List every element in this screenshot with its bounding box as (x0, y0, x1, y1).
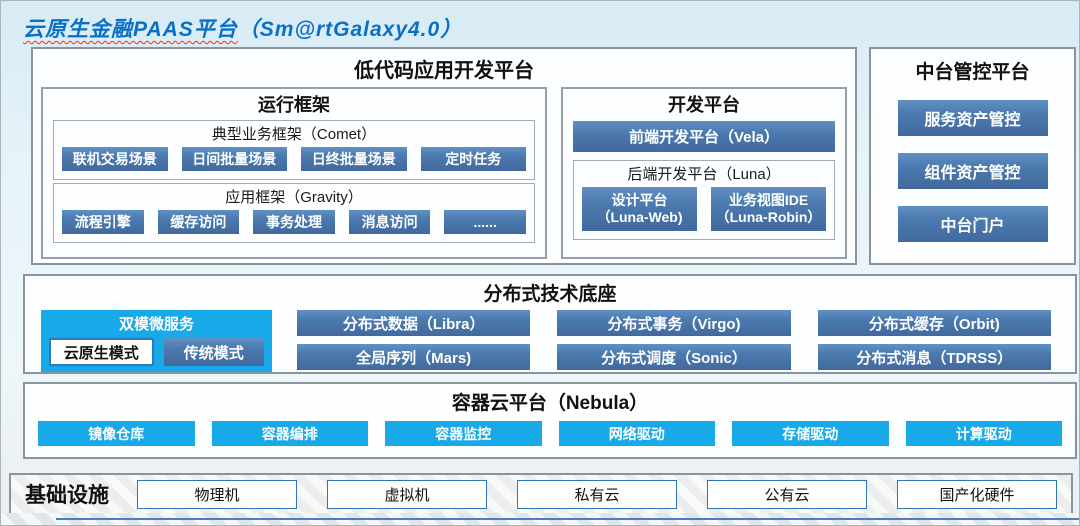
middle-node: 组件资产管控 (897, 153, 1048, 189)
comet-framework-box: 典型业务框架（Comet） 联机交易场景 日间批量场景 日终批量场景 定时任务 (53, 120, 535, 180)
lowcode-platform-body: 运行框架 典型业务框架（Comet） 联机交易场景 日间批量场景 日终批量场景 … (33, 83, 855, 259)
gravity-node-row: 流程引擎 缓存访问 事务处理 消息访问 ...... (62, 210, 526, 234)
bottom-decor-line (56, 518, 1079, 520)
luna-node-line2: （Luna-Web) (596, 209, 683, 225)
dist-node: 分布式数据（Libra） (297, 310, 531, 336)
infra-node: 国产化硬件 (897, 479, 1057, 509)
luna-node-line2: （Luna-Robin） (715, 209, 822, 225)
comet-node: 联机交易场景 (62, 147, 168, 171)
infra-node: 公有云 (707, 479, 867, 509)
diagram-title-chinese: 云原生金融PAAS平台 (23, 18, 238, 41)
nebula-node: 镜像仓库 (38, 421, 195, 446)
gravity-node: ...... (444, 210, 526, 234)
middle-mgmt-body: 服务资产管控 组件资产管控 中台门户 (871, 100, 1074, 242)
nebula-node: 计算驱动 (905, 421, 1062, 446)
gravity-framework-title: 应用框架（Gravity） (225, 189, 363, 206)
cloud-native-mode-node: 云原生模式 (49, 338, 154, 366)
middle-mgmt-box: 中台管控平台 服务资产管控 组件资产管控 中台门户 (869, 47, 1076, 265)
dual-mode-microservice-box: 双模微服务 云原生模式 传统模式 (41, 310, 272, 372)
luna-node-line1: 设计平台 (611, 191, 668, 208)
luna-platform-box: 后端开发平台（Luna） 设计平台 （Luna-Web) 业务视图IDE （Lu… (573, 160, 835, 240)
nebula-node: 网络驱动 (558, 421, 715, 446)
infra-node: 虚拟机 (327, 479, 487, 509)
comet-node: 日终批量场景 (301, 147, 407, 171)
classic-mode-node: 传统模式 (163, 338, 264, 366)
dual-mode-row: 云原生模式 传统模式 (41, 334, 272, 366)
luna-node-line1: 业务视图IDE (728, 191, 809, 208)
container-node-row: 镜像仓库 容器编排 容器监控 网络驱动 存储驱动 计算驱动 (38, 421, 1062, 446)
dist-node: 分布式缓存（Orbit) (817, 310, 1051, 336)
gravity-framework-box: 应用框架（Gravity） 流程引擎 缓存访问 事务处理 消息访问 ...... (53, 183, 535, 243)
luna-node: 设计平台 （Luna-Web) (582, 187, 697, 231)
nebula-node: 存储驱动 (732, 421, 889, 446)
gravity-node: 缓存访问 (157, 210, 240, 234)
vela-node: 前端开发平台（Vela） (573, 121, 835, 152)
dist-node: 分布式事务（Virgo) (557, 310, 791, 336)
gravity-node: 消息访问 (348, 210, 431, 234)
diagram-title: 云原生金融PAAS平台（Sm@rtGalaxy4.0） (23, 13, 462, 43)
container-cloud-title: 容器云平台（Nebula） (451, 393, 649, 414)
dev-platform-box: 开发平台 前端开发平台（Vela） 后端开发平台（Luna） 设计平台 （Lun… (561, 87, 847, 259)
dual-mode-title: 双模微服务 (118, 316, 194, 333)
infrastructure-title: 基础设施 (25, 484, 109, 507)
middle-node: 中台门户 (897, 206, 1048, 242)
container-cloud-box: 容器云平台（Nebula） 镜像仓库 容器编排 容器监控 网络驱动 存储驱动 计… (23, 382, 1077, 459)
runtime-framework-box: 运行框架 典型业务框架（Comet） 联机交易场景 日间批量场景 日终批量场景 … (41, 87, 547, 259)
dist-node: 全局序列（Mars) (297, 344, 531, 370)
distributed-node-grid: 分布式数据（Libra） 分布式事务（Virgo) 分布式缓存（Orbit) 全… (297, 310, 1051, 372)
lowcode-platform-title: 低代码应用开发平台 (354, 60, 534, 82)
nebula-node: 容器监控 (385, 421, 542, 446)
distributed-base-title: 分布式技术底座 (483, 284, 617, 305)
comet-node: 定时任务 (420, 147, 526, 171)
comet-node-row: 联机交易场景 日间批量场景 日终批量场景 定时任务 (62, 147, 526, 171)
infra-node: 物理机 (137, 479, 297, 509)
nebula-node: 容器编排 (211, 421, 368, 446)
gravity-node: 流程引擎 (62, 210, 144, 234)
runtime-framework-title: 运行框架 (258, 95, 330, 115)
middle-mgmt-title: 中台管控平台 (915, 62, 1030, 83)
gravity-node: 事务处理 (253, 210, 335, 234)
dist-node: 分布式消息（TDRSS） (817, 344, 1051, 370)
comet-framework-title: 典型业务框架（Comet） (211, 126, 377, 143)
distributed-base-body: 双模微服务 云原生模式 传统模式 分布式数据（Libra） 分布式事务（Virg… (41, 310, 1051, 372)
infrastructure-node-row: 物理机 虚拟机 私有云 公有云 国产化硬件 (137, 479, 1057, 509)
distributed-base-box: 分布式技术底座 双模微服务 云原生模式 传统模式 分布式数据（Libra） 分布… (23, 274, 1077, 374)
comet-node: 日间批量场景 (181, 147, 287, 171)
middle-node: 服务资产管控 (897, 100, 1048, 136)
dist-node: 分布式调度（Sonic） (557, 344, 791, 370)
infrastructure-bar: 基础设施 物理机 虚拟机 私有云 公有云 国产化硬件 (9, 473, 1073, 515)
diagram-title-version: （Sm@rtGalaxy4.0） (237, 18, 463, 41)
luna-node: 业务视图IDE （Luna-Robin） (711, 187, 826, 231)
luna-node-row: 设计平台 （Luna-Web) 业务视图IDE （Luna-Robin） (582, 187, 826, 231)
dev-platform-title: 开发平台 (668, 95, 740, 115)
lowcode-platform-box: 低代码应用开发平台 运行框架 典型业务框架（Comet） 联机交易场景 日间批量… (31, 47, 857, 265)
infra-node: 私有云 (517, 479, 677, 509)
luna-platform-title: 后端开发平台（Luna） (627, 166, 781, 183)
